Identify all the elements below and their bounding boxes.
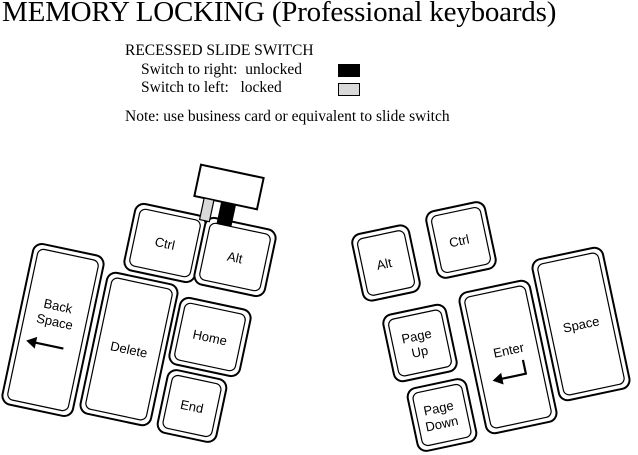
enter-return-arrow-icon	[492, 359, 528, 385]
locked-swatch	[338, 83, 360, 96]
enter-key[interactable]: Enter	[458, 279, 558, 435]
page-down-label-line1: Page	[422, 398, 455, 419]
right-ctrl-key[interactable]: Ctrl	[425, 201, 498, 280]
enter-label: Enter	[492, 340, 526, 361]
home-key[interactable]: Home	[168, 296, 253, 378]
space-key[interactable]: Space	[531, 246, 631, 402]
home-label: Home	[191, 327, 228, 349]
left-ctrl-label: Ctrl	[153, 234, 176, 253]
right-ctrl-label: Ctrl	[448, 231, 471, 250]
unlocked-swatch	[338, 64, 360, 77]
back-space-label-line2: Space	[35, 311, 74, 333]
end-label: End	[179, 397, 205, 416]
page-up-key[interactable]: Page Up	[382, 303, 459, 383]
left-alt-key[interactable]: Alt	[193, 216, 278, 298]
right-keyboard: Alt Ctrl Page Up Enter	[351, 201, 631, 452]
left-keyboard: Ctrl Alt Back Space	[1, 163, 278, 443]
left-arrow-icon	[26, 336, 64, 350]
end-key[interactable]: End	[156, 368, 228, 443]
switch-heading: RECESSED SLIDE SWITCH	[125, 42, 314, 59]
back-space-label-line1: Back	[42, 296, 74, 317]
page-down-label-line2: Down	[424, 413, 460, 435]
switch-locked-position	[198, 197, 215, 223]
delete-key[interactable]: Delete	[79, 271, 179, 427]
right-alt-label: Alt	[375, 255, 393, 273]
slide-switch-icon[interactable]	[190, 163, 265, 231]
page-title: MEMORY LOCKING (Professional keyboards)	[2, 0, 557, 28]
page-up-label-line2: Up	[410, 343, 429, 361]
right-alt-key[interactable]: Alt	[351, 224, 422, 303]
unlocked-label: Switch to right: unlocked	[141, 61, 303, 78]
page-up-label-line1: Page	[400, 326, 433, 347]
left-alt-label: Alt	[226, 249, 244, 267]
left-ctrl-key[interactable]: Ctrl	[123, 202, 208, 284]
back-space-key[interactable]: Back Space	[1, 242, 106, 418]
note-text: Note: use business card or equivalent to…	[125, 108, 450, 125]
locked-label: Switch to left: locked	[141, 79, 282, 96]
space-label: Space	[562, 313, 601, 335]
switch-unlocked-position	[216, 201, 237, 227]
page-down-key[interactable]: Page Down	[406, 377, 478, 452]
